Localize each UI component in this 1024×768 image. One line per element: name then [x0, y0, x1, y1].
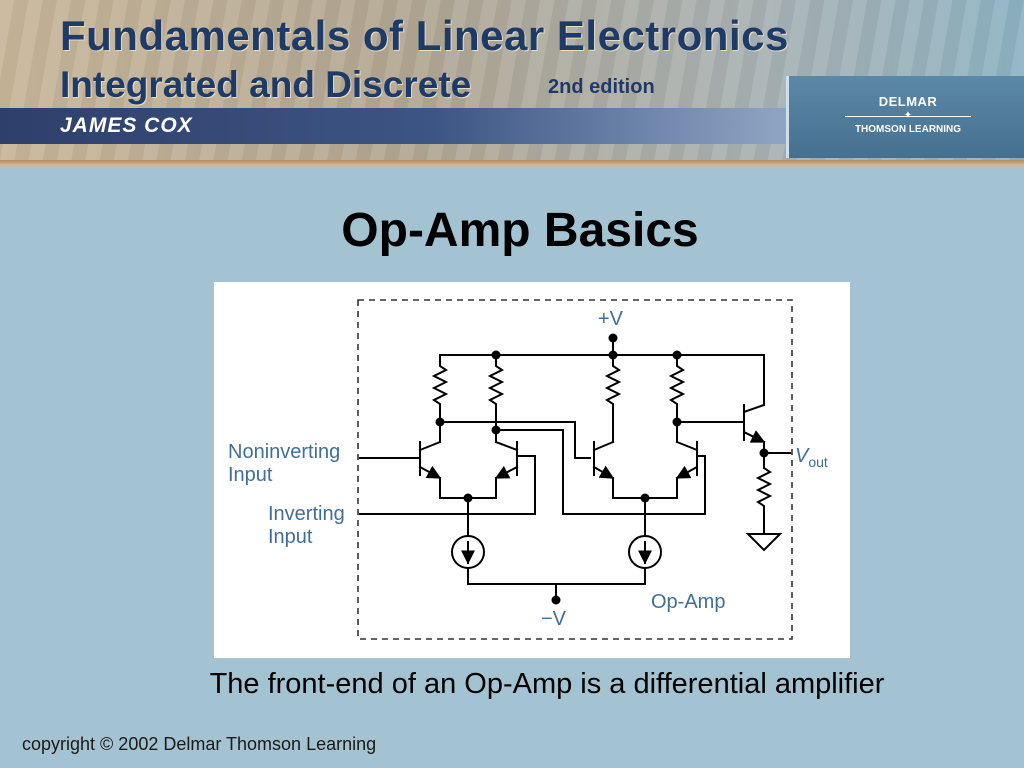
- q1-collector: [418, 440, 442, 452]
- junction-dot: [463, 493, 473, 503]
- ground-symbol: [745, 533, 783, 552]
- q3-emitter: [592, 465, 615, 480]
- copyright-notice: copyright © 2002 Delmar Thomson Learning: [22, 734, 377, 754]
- q4-emitter: [675, 465, 699, 480]
- noninverting-label-line1: Noninverting: [228, 441, 340, 463]
- publisher-divider: [845, 116, 971, 117]
- q3-collector: [592, 440, 615, 452]
- junction-dot: [491, 425, 501, 435]
- resistor-r4: [668, 354, 686, 423]
- inverting-label-line1: Inverting: [268, 503, 345, 525]
- author-bar: JAMES COX: [0, 108, 790, 144]
- book-subtitle: Integrated and Discrete: [60, 64, 472, 105]
- junction-dot: [759, 448, 769, 458]
- q2-emitter: [494, 465, 519, 480]
- plus-v-label: +V: [598, 308, 624, 330]
- header-banner: Fundamentals of Linear Electronics Integ…: [0, 0, 1024, 160]
- slide-title: Op-Amp Basics: [341, 204, 699, 257]
- junction-dot: [435, 417, 445, 427]
- publisher-name: DELMAR: [878, 94, 938, 109]
- junction-dot: [672, 417, 682, 427]
- publisher-subtitle: THOMSON LEARNING: [854, 124, 962, 135]
- banner-divider: [0, 160, 1024, 168]
- publisher-logo: DELMAR ✦ THOMSON LEARNING: [786, 76, 1024, 158]
- q4-collector: [675, 440, 699, 452]
- q2-collector: [494, 440, 519, 452]
- junction-dot: [551, 595, 561, 605]
- opamp-circuit-diagram: +V −V Noninverting Input Inverting Input…: [214, 282, 850, 658]
- circuit-svg: +V −V Noninverting Input Inverting Input…: [228, 299, 828, 640]
- star-icon: ✦: [903, 110, 913, 121]
- vout-label-v: V: [795, 445, 810, 467]
- q5-collector: [742, 403, 766, 414]
- resistor-load: [755, 452, 773, 535]
- vout-label: Vout: [795, 445, 828, 470]
- inverting-label-line2: Input: [268, 526, 313, 548]
- slide-caption: The front-end of an Op-Amp is a differen…: [209, 668, 885, 700]
- noninverting-label-line2: Input: [228, 464, 273, 486]
- resistor-r3: [604, 354, 622, 443]
- junction-dot: [491, 350, 501, 360]
- junction-dot: [608, 350, 618, 360]
- junction-dot: [640, 493, 650, 503]
- book-title: Fundamentals of Linear Electronics: [60, 12, 789, 59]
- q1-emitter: [418, 465, 442, 480]
- vout-label-sub: out: [808, 454, 828, 470]
- author-name: JAMES COX: [60, 114, 193, 137]
- junction-dot: [672, 350, 682, 360]
- resistor-r1: [431, 354, 449, 423]
- edition-label: 2nd edition: [548, 76, 655, 98]
- opamp-label: Op-Amp: [651, 591, 725, 613]
- resistor-r2: [487, 354, 505, 423]
- minus-v-label: −V: [541, 608, 567, 630]
- junction-dot: [608, 333, 618, 343]
- opamp-boundary: [357, 299, 793, 640]
- q5-emitter: [742, 430, 766, 444]
